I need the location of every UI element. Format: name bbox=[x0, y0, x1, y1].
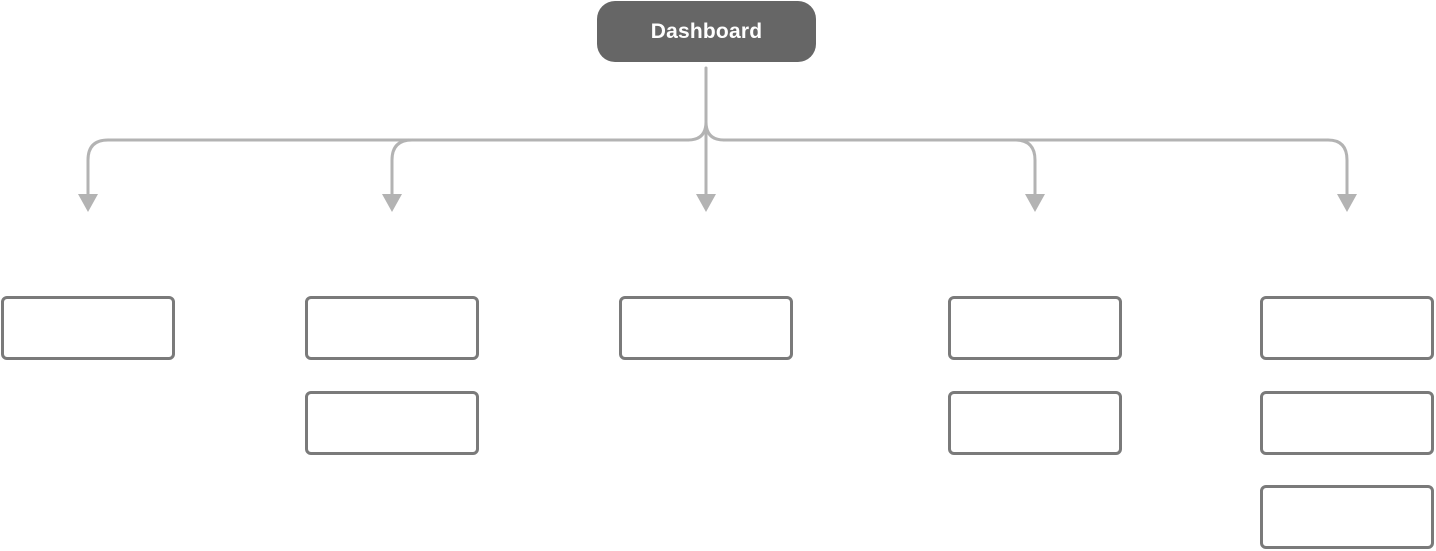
branch-5-connector bbox=[1326, 138, 1349, 198]
branch-2-box-2[interactable] bbox=[305, 391, 479, 455]
branch-2-box-1[interactable] bbox=[305, 296, 479, 360]
branch-5-box-3[interactable] bbox=[1260, 485, 1434, 549]
branch-5-box-2[interactable] bbox=[1260, 391, 1434, 455]
branch-1-connector bbox=[86, 138, 110, 198]
branch-1-arrowhead bbox=[78, 194, 98, 212]
branch-2-arrowhead bbox=[382, 194, 402, 212]
branch-3-box-1[interactable] bbox=[619, 296, 793, 360]
right-junction-curve bbox=[704, 120, 726, 142]
root-node-dashboard[interactable]: Dashboard bbox=[597, 1, 816, 62]
branch-3-arrowhead bbox=[696, 194, 716, 212]
branch-5-box-1[interactable] bbox=[1260, 296, 1434, 360]
left-junction-curve bbox=[686, 120, 708, 142]
branch-2-connector bbox=[390, 138, 414, 198]
branch-1-box-1[interactable] bbox=[1, 296, 175, 360]
branch-4-box-2[interactable] bbox=[948, 391, 1122, 455]
branch-4-arrowhead bbox=[1025, 194, 1045, 212]
root-node-label: Dashboard bbox=[650, 19, 763, 43]
branch-4-box-1[interactable] bbox=[948, 296, 1122, 360]
branch-4-connector bbox=[1013, 138, 1037, 198]
branch-5-arrowhead bbox=[1337, 194, 1357, 212]
